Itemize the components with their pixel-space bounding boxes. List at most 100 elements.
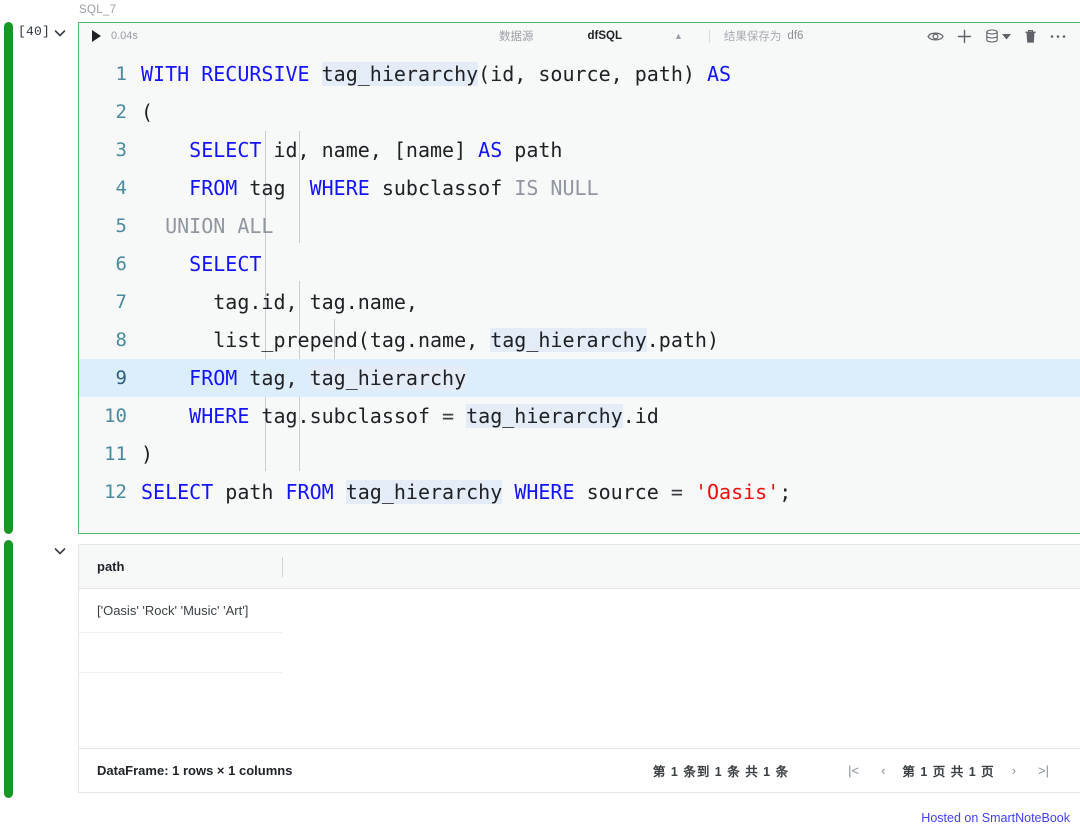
code-token: source (574, 480, 671, 504)
table-row[interactable]: ['Oasis' 'Rock' 'Music' 'Art'] (79, 589, 282, 633)
code-token (141, 138, 189, 162)
trash-icon[interactable] (1024, 29, 1037, 44)
code-token: WHERE (309, 176, 370, 200)
code-token (141, 366, 189, 390)
code-token: SELECT (189, 138, 262, 162)
run-time: 0.04s (111, 30, 138, 42)
code-token: ; (779, 480, 792, 504)
line-number: 7 (115, 291, 127, 313)
line-number: 8 (115, 329, 127, 351)
hosted-link[interactable]: Hosted on SmartNoteBook (921, 811, 1070, 825)
code-token: subclassof (369, 176, 515, 200)
last-page-button[interactable]: >| (1038, 763, 1049, 778)
code-line[interactable]: 3 SELECT id, name, [name] AS path (79, 131, 1080, 169)
code-token (141, 176, 189, 200)
plus-icon[interactable] (957, 29, 972, 44)
code-token: tag (237, 176, 310, 200)
code-token: FROM (285, 480, 334, 504)
code-token (502, 480, 514, 504)
toolbar-center-group: 数据源 dfSQL ▲ 结果保存为 df6 (499, 28, 803, 44)
code-text: ( (141, 93, 153, 131)
datasource-label: 数据源 (499, 31, 534, 43)
pagination: 第 1 条到 1 条 共 1 条 |< ‹ 第 1 页 共 1 页 › >| (653, 761, 1060, 780)
datasource-value[interactable]: dfSQL (587, 30, 623, 42)
code-line[interactable]: 4 FROM tag WHERE subclassof IS NULL (79, 169, 1080, 207)
code-token: .id (622, 404, 659, 428)
sql-editor-card: 0.04s 数据源 dfSQL ▲ 结果保存为 df6 (78, 22, 1080, 534)
code-token (334, 480, 346, 504)
line-number: 3 (115, 139, 127, 161)
code-token (141, 252, 189, 276)
eye-icon[interactable] (927, 30, 944, 43)
ellipsis-icon[interactable] (1050, 34, 1066, 39)
dataframe-summary: DataFrame: 1 rows × 1 columns (97, 763, 293, 778)
line-number: 1 (115, 63, 127, 85)
code-text: ) (141, 435, 153, 473)
toolbar-divider (708, 29, 710, 43)
code-text: SELECT id, name, [name] AS path (141, 131, 562, 169)
line-number: 12 (104, 481, 127, 503)
code-line[interactable]: 2( (79, 93, 1080, 131)
column-resize-handle[interactable] (282, 557, 283, 577)
cell-bar-output[interactable] (4, 540, 13, 798)
code-line[interactable]: 6 SELECT (79, 245, 1080, 283)
code-token: path (502, 138, 563, 162)
code-token: = (442, 404, 455, 428)
code-line[interactable]: 8 list_prepend(tag.name, tag_hierarchy.p… (79, 321, 1080, 359)
line-number: 4 (115, 177, 127, 199)
code-token: tag_hierarchy (466, 404, 623, 428)
save-as-value[interactable]: df6 (787, 30, 804, 42)
caret-up-icon[interactable]: ▲ (674, 30, 683, 41)
code-token: SELECT (189, 252, 262, 276)
code-token: tag_hierarchy (345, 480, 503, 504)
chevron-down-icon[interactable] (52, 25, 68, 41)
code-line[interactable]: 11) (79, 435, 1080, 473)
code-token: tag, (237, 366, 310, 390)
chevron-down-icon-output[interactable] (52, 543, 68, 559)
pagination-page-label: 第 1 页 共 1 页 (902, 765, 995, 779)
pagination-range: 第 1 条到 1 条 共 1 条 (652, 765, 790, 779)
database-icon[interactable] (985, 28, 1000, 44)
code-token: (id, source, path) (478, 62, 707, 86)
code-token: = (670, 480, 683, 504)
database-menu[interactable] (985, 28, 1011, 44)
code-line[interactable]: 9 FROM tag, tag_hierarchy (79, 359, 1080, 397)
code-token: .path) (646, 328, 719, 352)
code-line[interactable]: 1 WITH RECURSIVE tag_hierarchy(id, source… (79, 55, 1080, 93)
code-token (141, 214, 165, 238)
play-icon[interactable] (91, 30, 102, 42)
table-row-empty (79, 633, 282, 673)
code-token: tag_hierarchy (321, 62, 479, 86)
line-number: 9 (115, 367, 127, 389)
code-token: UNION ALL (165, 214, 274, 238)
code-token: AS (478, 138, 503, 162)
save-as-label: 结果保存为 (723, 31, 782, 43)
code-line[interactable]: 5 UNION ALL (79, 207, 1080, 245)
line-number: 2 (115, 101, 127, 123)
column-header-path[interactable]: path (97, 559, 125, 574)
results-footer: DataFrame: 1 rows × 1 columns 第 1 条到 1 条… (79, 748, 1080, 792)
code-token: 'Oasis' (694, 480, 780, 504)
line-number: 10 (104, 405, 127, 427)
line-number: 5 (115, 215, 127, 237)
code-token: list_prepend(tag.name, (141, 328, 491, 352)
code-token (683, 480, 695, 504)
code-token: SELECT (141, 480, 214, 504)
first-page-button[interactable]: |< (848, 763, 860, 778)
cell-bar-input[interactable] (4, 22, 13, 534)
next-page-button[interactable]: › (1011, 763, 1017, 778)
line-number: 6 (115, 253, 127, 275)
toolbar-icon-group (927, 28, 1066, 44)
code-token: FROM (189, 176, 238, 200)
code-token: WITH RECURSIVE (141, 62, 322, 86)
code-text: tag.id, tag.name, (141, 283, 418, 321)
code-token: ( (141, 100, 154, 124)
code-text: list_prepend(tag.name, tag_hierarchy.pat… (141, 321, 719, 359)
code-line[interactable]: 10 WHERE tag.subclassof = tag_hierarchy.… (79, 397, 1080, 435)
caret-down-icon[interactable] (1002, 33, 1011, 40)
prev-page-button[interactable]: ‹ (881, 763, 886, 778)
code-line[interactable]: 7 tag.id, tag.name, (79, 283, 1080, 321)
